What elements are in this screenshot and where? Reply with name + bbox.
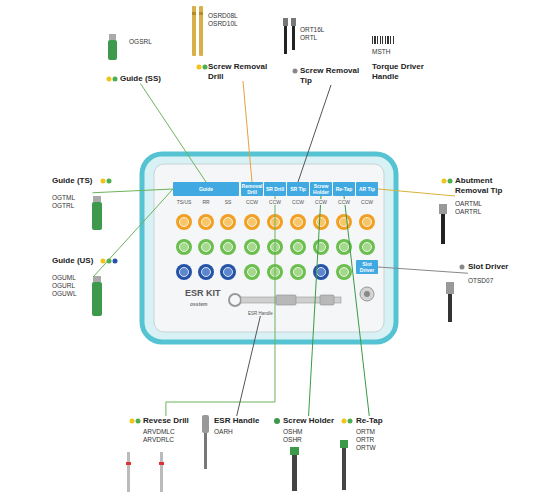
part-code: ORT16L ORTL	[300, 26, 324, 42]
part-name: Screw Removal Tip	[300, 66, 362, 85]
handle-tag: ESR Handle	[248, 311, 273, 316]
handle-icon	[202, 415, 209, 469]
part-code: MSTH	[372, 48, 390, 56]
part-code: ORTM ORTR ORTW	[356, 428, 376, 452]
header-text: AR Tip	[359, 186, 375, 192]
column-label: CCW	[337, 199, 351, 205]
header-text: Screw Holder	[310, 183, 332, 195]
compartment-header: SR Drill	[264, 182, 286, 196]
tip-icon	[439, 204, 447, 244]
drill-icon	[192, 6, 203, 56]
leader-line	[243, 81, 252, 182]
compartment-header: Slot Driver	[356, 260, 378, 274]
handle-grip	[320, 295, 334, 305]
part-name: Guide (TS)	[52, 176, 92, 186]
column-label: RR	[201, 199, 210, 205]
compartment-header: Re-Tap	[333, 182, 355, 196]
part-code: OGSRL	[129, 38, 152, 46]
drill-icon	[126, 452, 164, 492]
column-label: CCW	[291, 199, 305, 205]
retap-icon	[340, 440, 348, 490]
column-label: CCW	[314, 199, 328, 205]
callout-box: ESR HandleOARH	[214, 416, 259, 436]
barcode-icon	[372, 36, 394, 44]
holder-icon	[290, 447, 299, 491]
handle-grip	[276, 295, 296, 305]
driver-socket	[364, 291, 370, 297]
tray-label: ESR KIT	[185, 288, 221, 298]
leader-line	[298, 85, 331, 182]
leader-line	[378, 189, 455, 196]
part-code: OARH	[214, 428, 233, 436]
header-text: SR Tip	[290, 186, 306, 192]
part-code: OARTML OARTRL	[455, 200, 482, 216]
part-name: Re-Tap	[356, 416, 383, 426]
part-code: OSHM OSHR	[283, 428, 303, 444]
part-name: Guide (US)	[52, 256, 93, 266]
compartment-header: Removal Drill	[241, 182, 263, 196]
guide-icon	[92, 196, 102, 230]
compartment-header: AR Tip	[356, 182, 378, 196]
callout-box: Re-TapORTM ORTR ORTW	[356, 416, 383, 452]
compartment-header: SR Tip	[287, 182, 309, 196]
part-code: OGTML OGTRL	[52, 194, 75, 210]
part-name: Screw Holder	[283, 416, 334, 426]
part-name: Guide (SS)	[120, 74, 161, 84]
column-label: CCW	[360, 199, 374, 205]
guide-icon	[108, 34, 117, 60]
header-text: SR Drill	[266, 186, 284, 192]
header-text: Guide	[199, 186, 213, 192]
part-name: Torque Driver Handle	[372, 62, 434, 81]
tray-box: ESR KITosstemGuideRemoval DrillSR DrillS…	[140, 152, 398, 344]
column-label: TS/US	[176, 199, 193, 205]
callout-box: Guide (US) OGUML OGURL OGUWL	[52, 256, 93, 298]
part-name: Slot Driver	[468, 262, 508, 272]
callout-box: Revese DrillARVDMLC ARVDRLC	[143, 416, 189, 444]
callout-box: Guide (TS) OGTML OGTRL	[52, 176, 92, 210]
callout-box: Torque Driver Handle MSTH	[372, 48, 434, 81]
callout-box: Guide (SS) OGSRL	[120, 38, 161, 84]
callout-box: Screw HolderOSHM OSHR	[283, 416, 334, 444]
driver-icon	[446, 282, 454, 322]
tip-icon	[283, 18, 296, 54]
handle-ring	[229, 294, 241, 306]
compartment-header: Screw Holder	[310, 182, 332, 196]
leader-line	[237, 316, 261, 416]
tray-label: osstem	[190, 301, 208, 307]
leader-line	[140, 84, 206, 183]
driver-socket	[360, 287, 374, 301]
compartment-header: Guide	[173, 182, 239, 196]
part-code: OTSD07	[468, 277, 493, 285]
leader-line	[378, 267, 468, 273]
guide-icon	[92, 276, 102, 316]
tray-label: ESR Handle	[248, 311, 273, 316]
part-name: Screw Removal Drill	[208, 62, 278, 81]
leader-line	[92, 189, 173, 193]
leader-line	[309, 196, 321, 416]
part-name: ESR Handle	[214, 416, 259, 426]
header-text: Removal Drill	[241, 183, 263, 195]
header-text: Slot Driver	[356, 261, 378, 273]
part-name: Revese Drill	[143, 416, 189, 426]
leader-line	[166, 196, 275, 416]
leader-line	[93, 189, 173, 277]
column-label: SS	[224, 199, 233, 205]
part-code: OGUML OGURL OGUWL	[52, 274, 77, 298]
column-label: CCW	[268, 199, 282, 205]
leader-line	[344, 196, 369, 416]
part-code: ARVDMLC ARVDRLC	[143, 428, 175, 444]
callout-box: Screw Removal Drill OSRD08L OSRD10L	[208, 12, 278, 81]
column-label: CCW	[245, 199, 259, 205]
callout-box: Screw Removal Tip ORT16L ORTL	[300, 26, 362, 85]
callout-box: Slot DriverOTSD07	[468, 262, 508, 285]
size-dots	[101, 65, 465, 425]
callout-box: Abutment Removal TipOARTML OARTRL	[455, 176, 513, 216]
header-text: Re-Tap	[336, 186, 353, 192]
part-name: Abutment Removal Tip	[455, 176, 513, 195]
part-code: OSRD08L OSRD10L	[208, 12, 238, 28]
